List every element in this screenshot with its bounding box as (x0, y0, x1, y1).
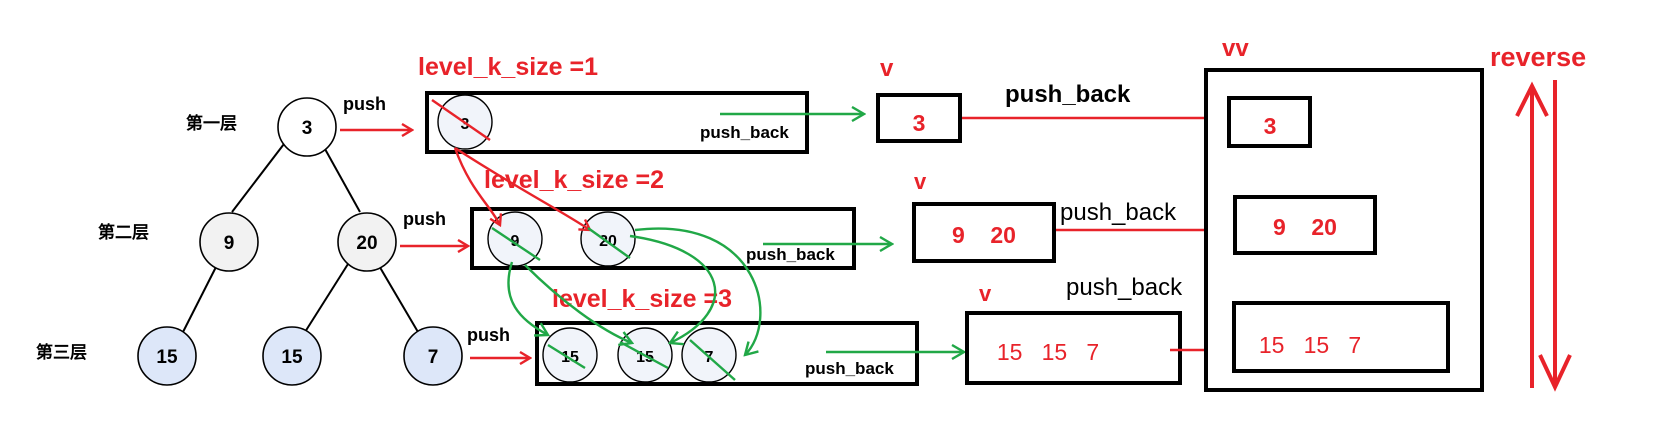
v-label-1: v (880, 55, 894, 82)
queue-push-back-1: push_back (700, 123, 789, 142)
level-size-2-label: level_k_size =2 (484, 166, 664, 194)
reverse-down-arrowhead (1538, 354, 1572, 392)
vv-label: vv (1222, 35, 1249, 62)
layer1-label: 第一层 (186, 113, 237, 133)
pop-strike-15a (547, 343, 586, 370)
tree-node-right-label: 20 (356, 233, 377, 254)
push-label-1: push (343, 94, 386, 114)
queue-push-back-2: push_back (746, 245, 835, 264)
vv-row-2 (1233, 195, 1377, 255)
vv-row-2-value: 9 20 (1273, 214, 1337, 240)
vv-row-1-value: 3 (1264, 113, 1277, 139)
pop-strike-3 (431, 99, 491, 141)
tree-edge-3-9 (231, 139, 288, 213)
pop-arrow-to-15a (507, 261, 548, 335)
queue-node-9-label: 9 (511, 233, 520, 250)
tree-node-left-label: 9 (224, 233, 235, 254)
queue-node-15a (542, 327, 598, 383)
tree: 3 9 20 15 15 7 (137, 97, 463, 386)
vv-push-back-1: push_back (1005, 81, 1131, 108)
tree-edge-3-20 (319, 139, 361, 213)
tree-edge-20-15 (182, 264, 218, 333)
vv-row-1 (1227, 96, 1312, 148)
pop-strike-9 (491, 227, 541, 261)
tree-node-rr-label: 7 (428, 347, 439, 368)
tree-node-rl (262, 326, 322, 386)
pop-strike-20 (587, 227, 631, 259)
tree-node-ll (137, 326, 197, 386)
tree-edge-20-7 (377, 263, 419, 333)
pop-strike-15b (619, 340, 669, 370)
tree-node-left (199, 212, 259, 272)
queue-row-1: 3 push_back (425, 91, 809, 154)
pop-arrow-to-9 (453, 147, 500, 225)
pop-arrow-to-15-back (629, 234, 717, 343)
pop-arrow-to-15b (524, 264, 632, 343)
reverse-label: reverse (1490, 42, 1586, 72)
level-size-1-label: level_k_size =1 (418, 53, 598, 81)
v-box-3-value: 15 15 7 (997, 339, 1099, 365)
v-label-3: v (979, 281, 992, 306)
layer2-label: 第二层 (98, 222, 149, 242)
tree-node-root (277, 97, 337, 157)
v-box-1 (876, 93, 962, 143)
queue-push-back-3: push_back (805, 359, 894, 378)
vv-row-3-value: 15 15 7 (1259, 332, 1361, 358)
push-label-2: push (403, 209, 446, 229)
queue-node-3-label: 3 (461, 116, 470, 133)
pop-arrow-to-7 (634, 227, 762, 355)
push-label-3: push (467, 325, 510, 345)
tree-node-rr (403, 326, 463, 386)
tree-edge-20-15b (304, 263, 349, 333)
level-size-3-label: level_k_size =3 (552, 285, 732, 313)
v-box-1-value: 3 (913, 110, 926, 136)
v-box-2 (912, 202, 1056, 263)
vv-push-back-2: push_back (1060, 199, 1177, 226)
queue-row-3: 15 15 7 push_back (535, 321, 919, 386)
queue-row-2: 9 20 push_back (470, 207, 856, 270)
reverse-arrows (1515, 80, 1572, 392)
v-label-2: v (914, 169, 927, 194)
v-box-2-value: 9 20 (952, 222, 1016, 248)
tree-node-ll-label: 15 (156, 347, 178, 368)
vv-row-3 (1232, 301, 1450, 373)
tree-node-rl-label: 15 (281, 347, 303, 368)
pop-arrow-to-20 (454, 146, 590, 230)
tree-node-right (337, 212, 397, 272)
reverse-up-arrowhead (1515, 81, 1549, 117)
pop-strike-7 (689, 339, 736, 381)
layer3-label: 第三层 (36, 342, 87, 362)
v-box-3 (965, 311, 1182, 385)
vv-push-back-3: push_back (1066, 274, 1183, 301)
tree-node-root-label: 3 (302, 118, 313, 139)
